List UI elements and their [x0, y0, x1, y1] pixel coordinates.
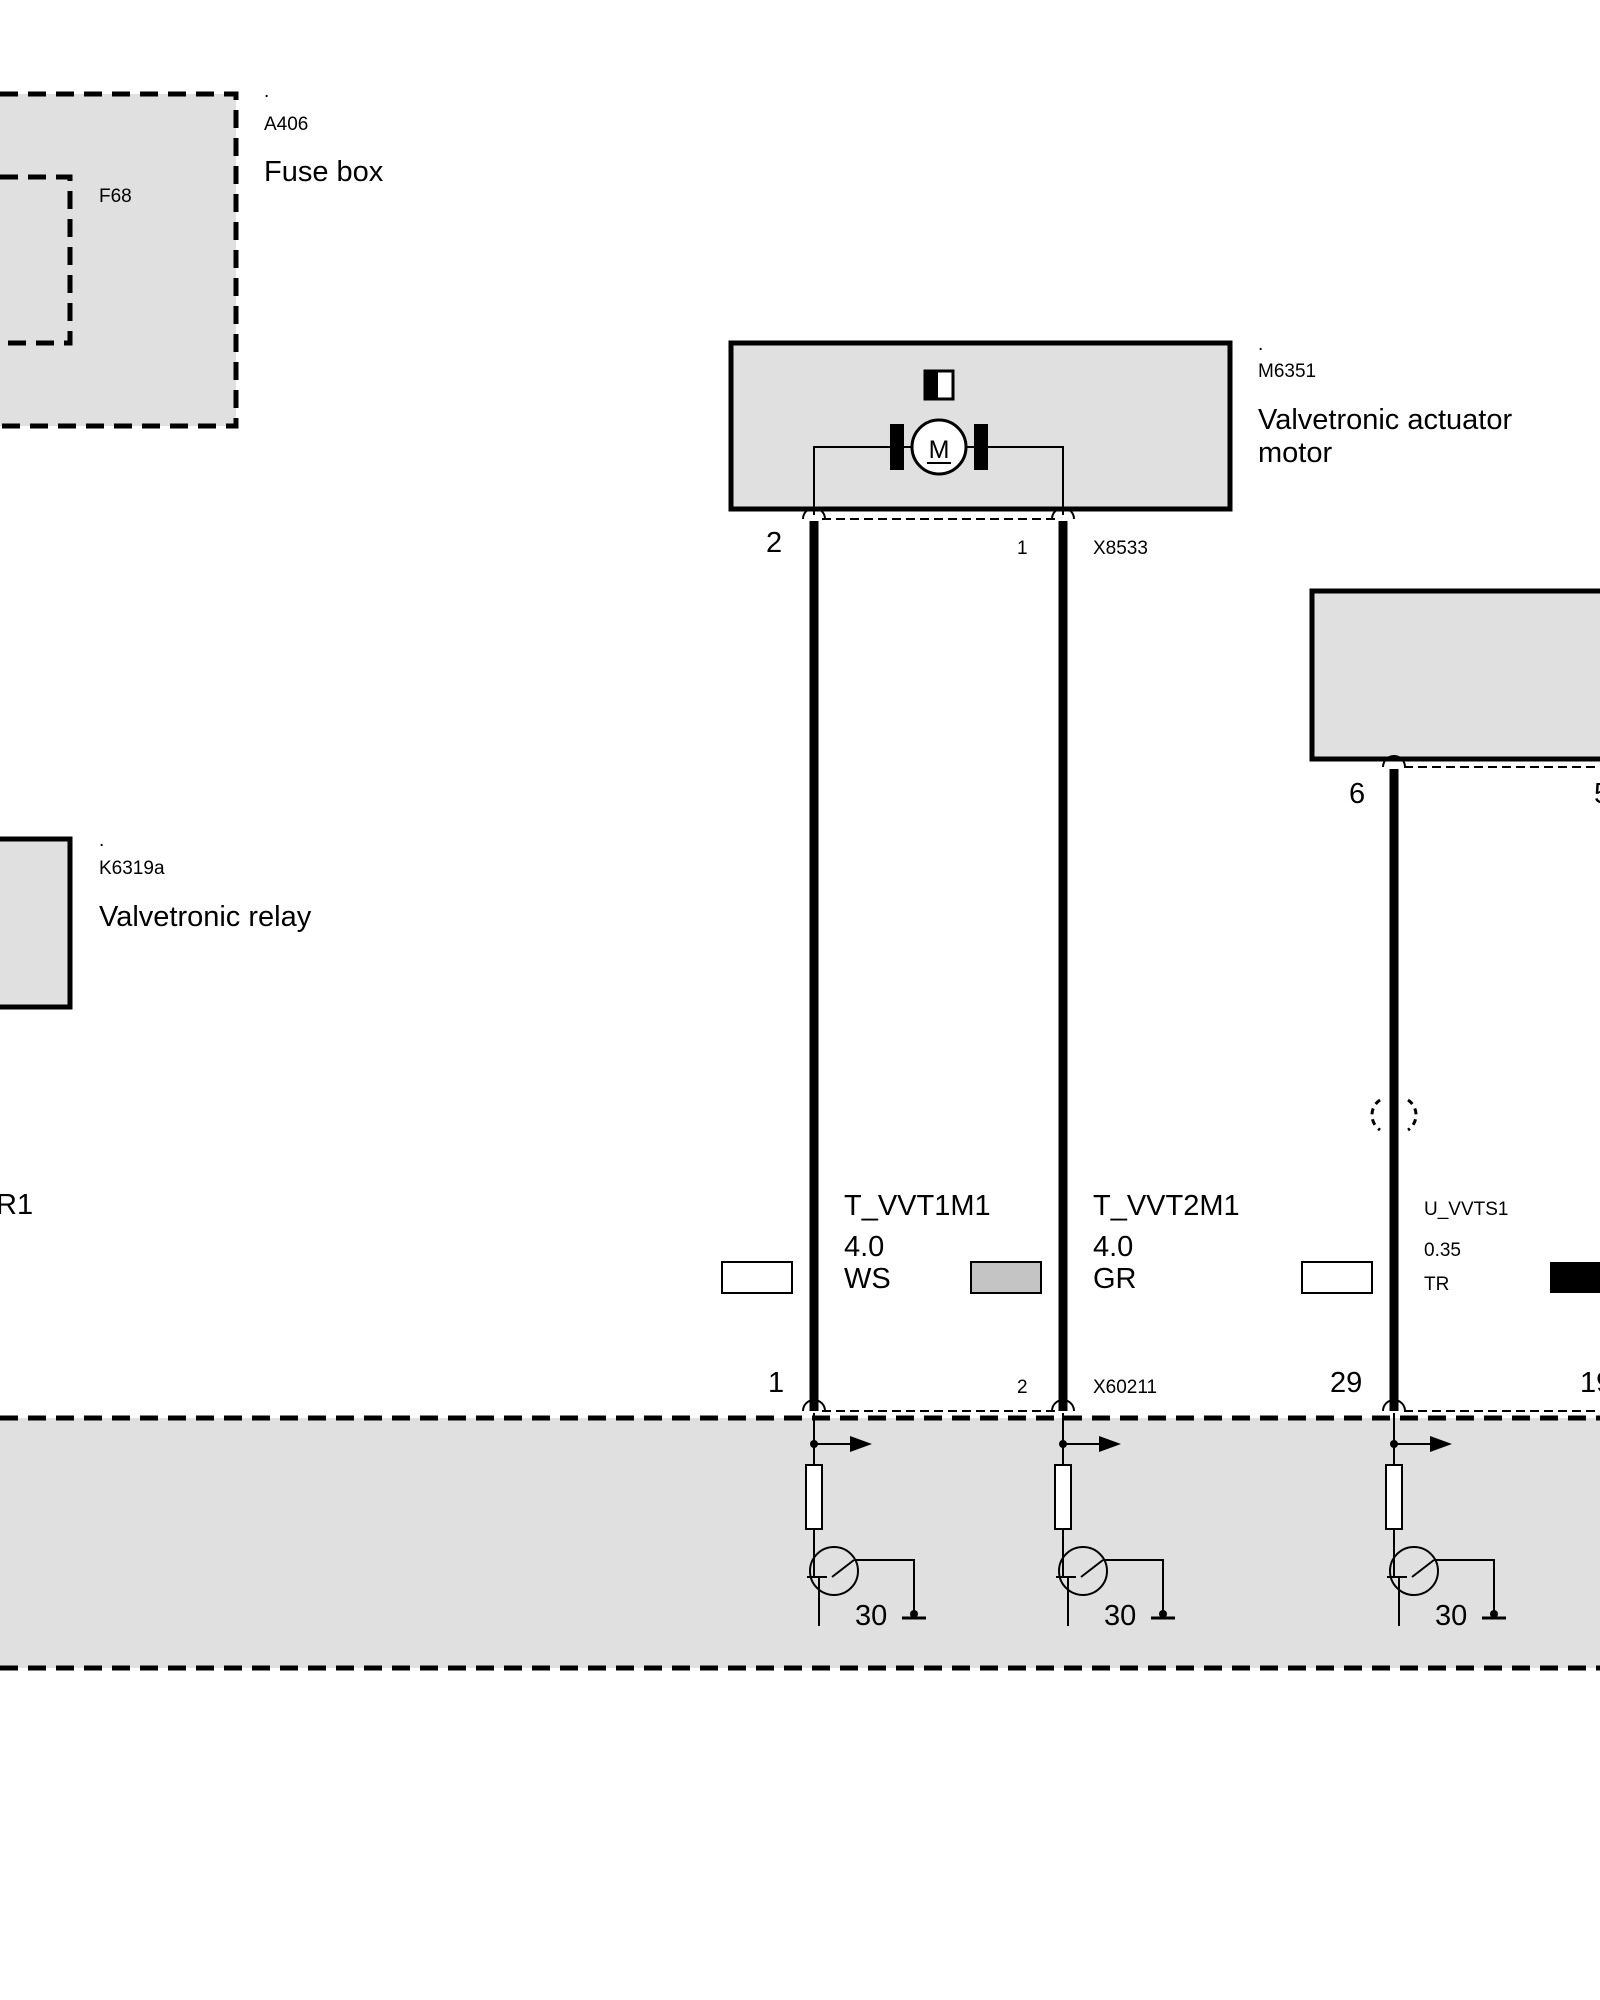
- resistor-icon: [1385, 1464, 1403, 1530]
- connector-x8533: [802, 507, 1075, 520]
- transistor-icon: [1058, 1546, 1108, 1596]
- ecu-connector-id: X60211: [1093, 1377, 1157, 1398]
- output-driver-3: 30: [1385, 1413, 1506, 1632]
- wire-2-gauge: 4.0: [1093, 1231, 1133, 1263]
- wire-3-color: TR: [1424, 1274, 1449, 1295]
- motor-symbol-letter: M: [929, 436, 950, 464]
- valvetronic-relay-k6319a[interactable]: [0, 836, 73, 1010]
- connector-symbol-icon: [923, 369, 955, 401]
- wire-3-signal: U_VVTS1: [1424, 1199, 1508, 1220]
- relay-dot: .: [99, 830, 104, 851]
- wire-1-gauge: 4.0: [844, 1231, 884, 1263]
- fuse-f68-outline: [0, 174, 73, 346]
- left-edge-label: R1: [0, 1189, 33, 1221]
- terminal-30-label: 30: [1435, 1600, 1467, 1632]
- wire-color-swatch-black: [1550, 1262, 1600, 1293]
- terminal-30-label: 30: [855, 1600, 887, 1632]
- resistor-icon: [805, 1464, 823, 1530]
- sensor-connector: [1382, 755, 1600, 768]
- sensor-pin-6-label: 6: [1349, 778, 1365, 810]
- transistor-icon: [1389, 1546, 1439, 1596]
- wire-1-signal: T_VVT1M1: [844, 1190, 991, 1222]
- connector-x60211: [802, 1399, 1600, 1412]
- actuator-motor-m6351[interactable]: M: [728, 340, 1233, 515]
- fuse-box-id: A406: [264, 114, 308, 135]
- ecu-pin-1-label: 1: [768, 1367, 784, 1399]
- motor-name-line1: Valvetronic actuator: [1258, 404, 1512, 436]
- ecu-pin-2-label: 2: [1017, 1377, 1028, 1398]
- output-driver-2: 30: [1054, 1413, 1175, 1632]
- ecu-pin-29-label: 29: [1330, 1367, 1362, 1399]
- wire-1-color: WS: [844, 1263, 891, 1295]
- wire-2-color: GR: [1093, 1263, 1137, 1295]
- motor-connector-id: X8533: [1093, 538, 1148, 559]
- output-driver-1: 30: [805, 1413, 926, 1632]
- fuse-box-a406[interactable]: [0, 91, 239, 429]
- relay-id: K6319a: [99, 858, 165, 879]
- control-unit[interactable]: [0, 1415, 1600, 1671]
- transistor-icon: [809, 1546, 859, 1596]
- wire-3-gauge: 0.35: [1424, 1240, 1461, 1261]
- motor-pin-2-label: 2: [766, 527, 782, 559]
- wire-color-swatch-gr: [970, 1261, 1042, 1294]
- motor-icon: M: [813, 418, 1064, 515]
- motor-dot: .: [1258, 334, 1263, 355]
- motor-id: M6351: [1258, 361, 1316, 382]
- ground-icon: [910, 1610, 918, 1618]
- ecu-pin-19-label: 19: [1580, 1367, 1600, 1399]
- wire-color-swatch-ws: [721, 1261, 793, 1294]
- relay-name: Valvetronic relay: [99, 901, 312, 933]
- signal-arrow-icon: [1430, 1436, 1452, 1452]
- fuse-box-name: Fuse box: [264, 156, 384, 188]
- valvetronic-sensor-unit[interactable]: [1309, 588, 1600, 762]
- shield-break-icon: [1370, 1098, 1418, 1132]
- wire-color-swatch-tr: [1301, 1261, 1373, 1294]
- sensor-pin-cut-label: 5: [1594, 778, 1600, 810]
- fuse-box-dot: .: [264, 81, 269, 102]
- ground-icon: [1490, 1610, 1498, 1618]
- terminal-30-label: 30: [1104, 1600, 1136, 1632]
- signal-arrow-icon: [850, 1436, 872, 1452]
- ground-icon: [1159, 1610, 1167, 1618]
- motor-pin-1-label: 1: [1017, 538, 1028, 559]
- wire-2-signal: T_VVT2M1: [1093, 1190, 1240, 1222]
- signal-arrow-icon: [1099, 1436, 1121, 1452]
- fuse-id: F68: [99, 186, 132, 207]
- resistor-icon: [1054, 1464, 1072, 1530]
- motor-name-line2: motor: [1258, 437, 1332, 469]
